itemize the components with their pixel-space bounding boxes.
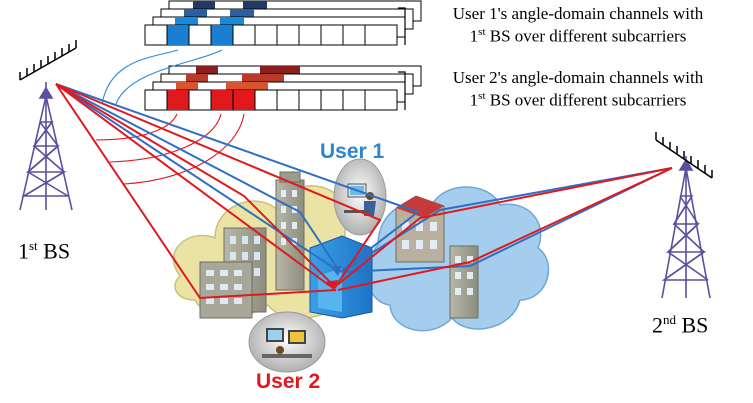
bs1-label: 1st BS: [18, 238, 71, 264]
user2-caption-line1: User 2's angle-domain channels with: [452, 68, 704, 87]
user1-subcarrier-stack: [144, 0, 422, 46]
user2-links: [55, 83, 673, 300]
caption-bracket: [398, 71, 406, 110]
user1-links: [55, 83, 673, 273]
user1-caption-line2: 1st BS over different subcarriers: [469, 26, 687, 46]
antenna-array-icon: [19, 40, 77, 81]
user2-subcarrier-stack: [144, 65, 422, 111]
user1-caption: User 1's angle-domain channels with 1st …: [408, 4, 748, 46]
building-icon: [199, 261, 253, 319]
user2-bubble: [248, 311, 326, 373]
building-icon: [449, 245, 479, 319]
user1-feed-arrows: [101, 49, 223, 105]
tower-icon: [661, 156, 711, 299]
bs2-label: 2nd BS: [652, 312, 709, 338]
user2-label: User 2: [256, 370, 321, 393]
user1-label: User 1: [320, 140, 385, 163]
building-icon: [395, 195, 445, 263]
building-icon: [275, 171, 305, 291]
caption-bracket: [398, 7, 406, 45]
user2-caption-line2: 1st BS over different subcarriers: [469, 90, 687, 110]
user1-caption-line1: User 1's angle-domain channels with: [452, 4, 704, 23]
terminal-icon: [262, 328, 312, 358]
user2-caption: User 2's angle-domain channels with 1st …: [408, 68, 748, 110]
tower-icon: [19, 82, 73, 211]
antenna-array-icon: [655, 132, 713, 179]
arrowhead-icon: [324, 266, 342, 290]
